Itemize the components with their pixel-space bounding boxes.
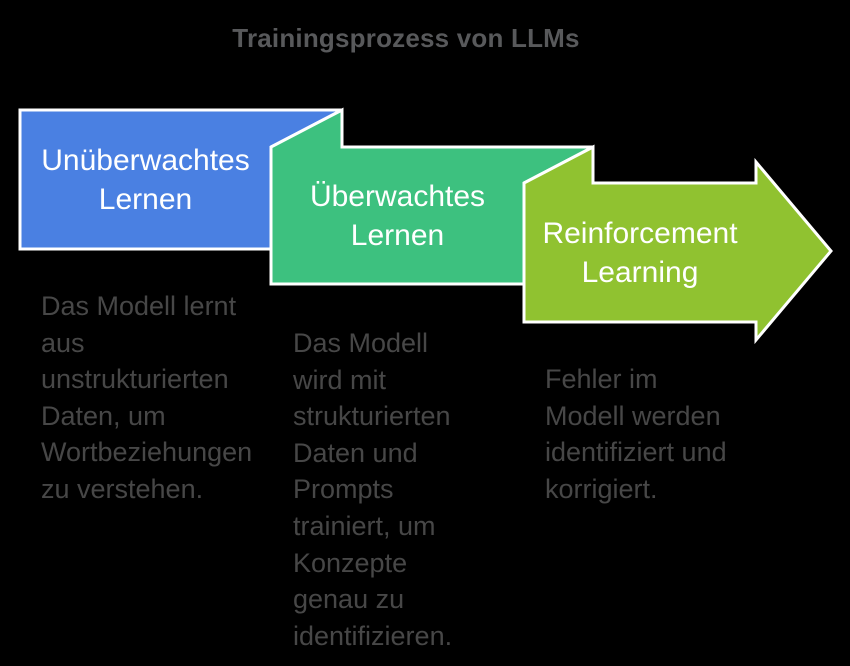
stage-1-label: Unüberwachtes Lernen [41,144,250,216]
diagram-title: Trainingsprozess von LLMs [232,23,580,53]
stage-2-label: Überwachtes Lernen [309,180,486,252]
stage-3-label: Reinforcement Learning [542,217,738,289]
stage-3-description: Fehler im Modell werden identifiziert un… [545,364,727,504]
stage-1-description: Das Modell lernt aus unstrukturierten Da… [41,291,253,504]
stage-3-arrow-shape [522,144,833,345]
stage-2-description: Das Modell wird mit strukturierten Daten… [293,328,453,651]
